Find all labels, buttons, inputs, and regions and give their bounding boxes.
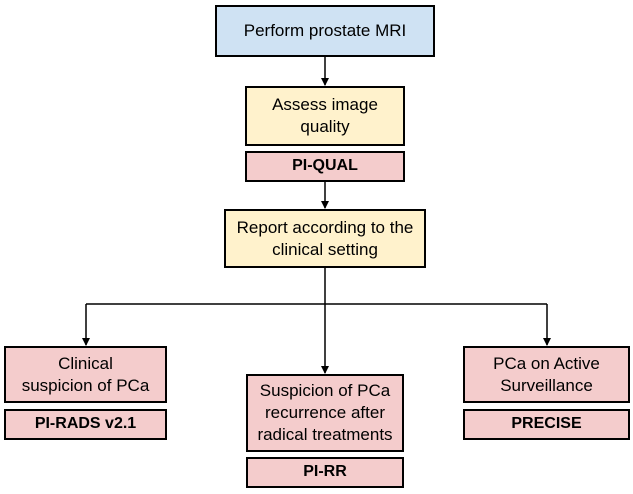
pi-qual-label: PI-QUAL <box>292 157 358 175</box>
pi-rr-label: PI-RR <box>303 463 347 481</box>
pi-rads-label: PI-RADS v2.1 <box>34 415 137 433</box>
clinical-suspicion-box: Clinical suspicion of PCa <box>4 346 167 403</box>
pi-qual-tag: PI-QUAL <box>245 151 405 182</box>
precise-tag: PRECISE <box>463 409 630 440</box>
perform-mri-label: Perform prostate MRI <box>243 21 407 41</box>
report-setting-line-2: clinical setting <box>272 239 378 259</box>
recurrence-line-2: recurrence after <box>265 403 385 423</box>
recurrence-line-3: radical treatments <box>257 424 393 444</box>
clinical-suspicion-line-1: Clinical <box>58 353 113 373</box>
assess-quality-line-1: Assess image <box>272 95 378 115</box>
assess-quality-line-2: quality <box>300 117 350 136</box>
report-setting-box: Report according to the clinical setting <box>224 209 426 268</box>
pi-rr-tag: PI-RR <box>246 457 404 488</box>
pi-rads-tag: PI-RADS v2.1 <box>4 409 167 440</box>
recurrence-box: Suspicion of PCa recurrence after radica… <box>246 374 404 452</box>
active-surveillance-line-2: Surveillance <box>500 375 593 395</box>
recurrence-line-1: Suspicion of PCa <box>259 381 391 401</box>
precise-label: PRECISE <box>511 415 582 433</box>
clinical-suspicion-line-2: suspicion of PCa <box>21 375 150 395</box>
assess-quality-box: Assess image quality <box>245 86 405 146</box>
perform-mri-box: Perform prostate MRI <box>215 5 435 57</box>
active-surveillance-box: PCa on Active Surveillance <box>463 346 630 403</box>
report-setting-line-1: Report according to the <box>236 217 414 237</box>
active-surveillance-line-1: PCa on Active <box>493 353 600 373</box>
